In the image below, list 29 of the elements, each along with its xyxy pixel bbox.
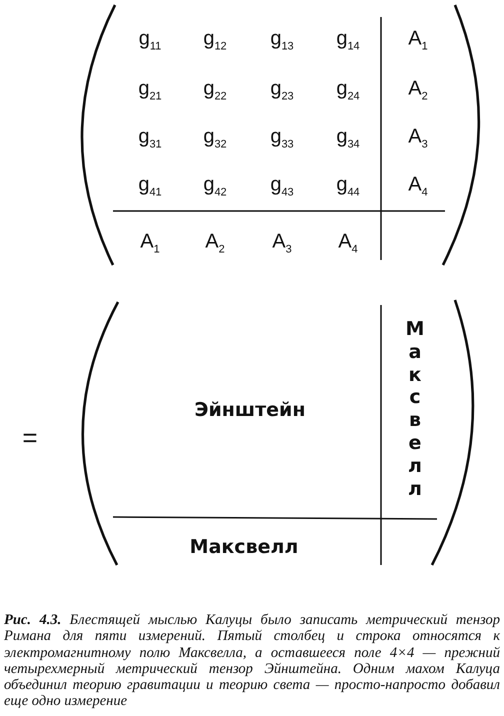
matrix-entry: A$_{1}$ <box>140 230 160 256</box>
matrix-entry: A$_{4}$ <box>338 230 358 256</box>
matrix-entry: g$_{41}$ <box>138 174 162 198</box>
matrix-entry: g$_{14}$ <box>336 28 360 52</box>
matrix-entry: g$_{31}$ <box>138 126 162 150</box>
matrix-entry: A$_{1}$ <box>408 28 428 52</box>
matrix-entry: g$_{22}$ <box>203 78 227 102</box>
block-label: Максвелл <box>190 536 298 558</box>
matrix-entry: g$_{23}$ <box>270 78 294 102</box>
matrix-entry: g$_{24}$ <box>336 78 360 102</box>
matrix-entry: g$_{44}$ <box>336 174 360 198</box>
matrix-entry: g$_{21}$ <box>138 78 162 102</box>
matrix-entry: g$_{32}$ <box>203 126 227 150</box>
matrix-entry: g$_{11}$ <box>138 28 162 52</box>
matrix-entry: g$_{34}$ <box>336 126 360 150</box>
vertical-block-label: Максвелл <box>406 318 424 500</box>
matrix-entry: g$_{13}$ <box>270 28 294 52</box>
equals-sign: = <box>22 422 38 454</box>
figure-caption: Рис. 4.3. Блестящей мыслью Калуцы было записать метрический тензор Римана для пяти измерений. Пятый столбец и строка относятся к электромагнитному полю Максвелла, а оставшееся поле 4×4 — прежний четырехмерный метрический тензор Эйнштейна. Одним махом Калуца объединил теорию гравитации и теорию света — просто-напросто добавил еще одно измерение <box>4 612 500 710</box>
block-label: Эйнштейн <box>194 399 306 421</box>
matrix-entry: A$_{3}$ <box>272 230 292 256</box>
matrix-entry: g$_{42}$ <box>203 174 227 198</box>
matrix-entry: g$_{33}$ <box>270 126 294 150</box>
matrix-entry: A$_{2}$ <box>408 78 428 102</box>
matrix-entry: g$_{43}$ <box>270 174 294 198</box>
matrix-entry: g$_{12}$ <box>203 28 227 52</box>
matrix-entry: A$_{3}$ <box>408 126 428 150</box>
matrix-entry: A$_{2}$ <box>205 230 225 256</box>
matrix-entry: A$_{4}$ <box>408 174 428 198</box>
